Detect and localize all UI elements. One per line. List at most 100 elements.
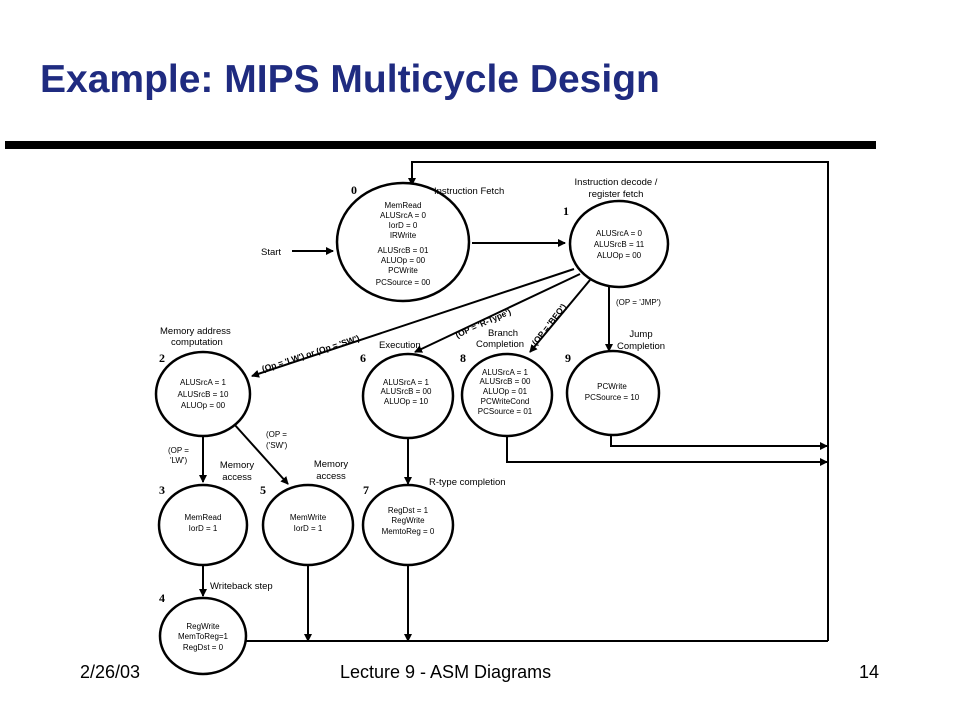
state-2-line: ALUOp = 00 xyxy=(181,401,226,410)
state-0-line: PCWrite xyxy=(388,266,418,275)
state-1-heading: Instruction decode / xyxy=(575,177,658,188)
footer-page-number: 14 xyxy=(859,662,880,682)
state-6-line: ALUSrcA = 1 xyxy=(383,378,430,387)
start-label: Start xyxy=(261,247,281,258)
state-9-heading: Jump xyxy=(629,329,652,340)
state-8-line: ALUOp = 01 xyxy=(483,387,528,396)
state-8: 8 Branch Completion ALUSrcA = 1 ALUSrcB … xyxy=(460,328,533,416)
arrow-1-to-2 xyxy=(251,268,575,378)
state-0-line: ALUSrcA = 0 xyxy=(380,211,427,220)
condition-lw: (OP = xyxy=(168,446,189,455)
state-1-circle xyxy=(568,199,670,289)
state-0-circle xyxy=(335,181,471,303)
state-9-circle xyxy=(565,349,661,437)
arrow-1-to-6 xyxy=(414,273,581,353)
state-4: 4 Writeback step RegWrite MemToReg=1 Reg… xyxy=(159,581,273,652)
state-0-line: MemRead xyxy=(385,201,422,210)
state-9-number: 9 xyxy=(565,351,571,365)
state-6-line: ALUOp = 10 xyxy=(384,397,429,406)
condition-sw: ('SW') xyxy=(266,441,288,450)
state-9: 9 Jump Completion PCWrite PCSource = 10 xyxy=(565,329,665,402)
state-8-heading: Branch xyxy=(488,328,518,339)
state-4-line: MemToReg=1 xyxy=(178,632,229,641)
condition-lw: 'LW') xyxy=(170,456,187,465)
arrow-1-to-8 xyxy=(529,279,591,353)
footer-lecture-title: Lecture 9 - ASM Diagrams xyxy=(340,662,552,682)
state-0-heading: Instruction Fetch xyxy=(434,186,504,197)
condition-beq: (OP = 'BEQ') xyxy=(530,302,569,348)
state-6-line: ALUSrcB = 00 xyxy=(381,387,432,396)
state-8-number: 8 xyxy=(460,351,466,365)
state-5-heading: access xyxy=(316,471,346,482)
condition-lw-sw: (Op = 'LW') or (Op = 'SW') xyxy=(261,333,361,374)
state-8-line: ALUSrcB = 00 xyxy=(480,377,531,386)
state-5-number: 5 xyxy=(260,483,266,497)
state-0-line: IorD = 0 xyxy=(389,221,418,230)
condition-jmp: (OP = 'JMP') xyxy=(616,298,661,307)
state-1-line: ALUSrcA = 0 xyxy=(596,229,643,238)
title-underline xyxy=(5,141,876,149)
state-0-line: ALUSrcB = 01 xyxy=(378,246,429,255)
state-9-line: PCSource = 10 xyxy=(585,393,640,402)
state-3-number: 3 xyxy=(159,483,165,497)
condition-sw: (OP = xyxy=(266,430,287,439)
state-3-heading: access xyxy=(222,472,252,483)
state-5-line: IorD = 1 xyxy=(294,524,323,533)
state-0-number: 0 xyxy=(351,183,357,197)
state-4-circle xyxy=(158,596,248,676)
state-1-line: ALUOp = 00 xyxy=(597,251,642,260)
state-3: 3 Memory access MemRead IorD = 1 xyxy=(159,460,254,533)
state-8-circle xyxy=(460,352,554,438)
state-7-line: MemtoReg = 0 xyxy=(382,527,435,536)
state-1-heading: register fetch xyxy=(589,189,644,200)
state-5-circle xyxy=(261,483,355,567)
state-0-line: IRWrite xyxy=(390,231,417,240)
state-3-line: IorD = 1 xyxy=(189,524,218,533)
state-7-circle xyxy=(361,483,455,567)
state-8-line: PCWriteCond xyxy=(481,397,530,406)
arrow-2-to-5 xyxy=(233,423,289,485)
state-1: 1 Instruction decode / register fetch AL… xyxy=(563,177,658,260)
state-4-number: 4 xyxy=(159,591,165,605)
state-7-line: RegWrite xyxy=(391,516,425,525)
state-6-heading: Execution xyxy=(379,340,421,351)
state-8-heading: Completion xyxy=(476,339,524,350)
state-5-line: MemWrite xyxy=(290,513,327,522)
state-5-heading: Memory xyxy=(314,459,349,470)
state-3-line: MemRead xyxy=(185,513,222,522)
state-4-line: RegDst = 0 xyxy=(183,643,224,652)
state-7-line: RegDst = 1 xyxy=(388,506,429,515)
state-0: 0 Instruction Fetch MemRead ALUSrcA = 0 … xyxy=(351,183,504,287)
state-7-number: 7 xyxy=(363,483,369,497)
footer-date: 2/26/03 xyxy=(80,662,141,682)
state-9-heading: Completion xyxy=(617,341,665,352)
slide-title: Example: MIPS Multicycle Design xyxy=(40,58,660,101)
arrow-9-to-bus xyxy=(610,436,828,450)
state-2-heading: Memory address xyxy=(160,326,231,337)
state-2: 2 Memory address computation ALUSrcA = 1… xyxy=(159,326,231,410)
state-9-line: PCWrite xyxy=(597,382,627,391)
arrow-8-to-bus xyxy=(506,436,828,466)
state-2-number: 2 xyxy=(159,351,165,365)
state-7: 7 R-type completion RegDst = 1 RegWrite … xyxy=(363,477,506,536)
state-6-circle xyxy=(361,352,455,440)
state-1-number: 1 xyxy=(563,204,569,218)
state-4-heading: Writeback step xyxy=(210,581,273,592)
state-5: 5 Memory access MemWrite IorD = 1 xyxy=(260,459,348,533)
state-8-line: PCSource = 01 xyxy=(478,407,533,416)
state-0-line: ALUOp = 00 xyxy=(381,256,426,265)
state-6: 6 Execution ALUSrcA = 1 ALUSrcB = 00 ALU… xyxy=(360,340,432,406)
state-4-line: RegWrite xyxy=(186,622,220,631)
state-8-line: ALUSrcA = 1 xyxy=(482,368,529,377)
state-2-line: ALUSrcB = 10 xyxy=(178,390,229,399)
state-2-heading: computation xyxy=(171,337,223,348)
state-6-number: 6 xyxy=(360,351,366,365)
state-1-line: ALUSrcB = 11 xyxy=(594,240,645,249)
state-0-line: PCSource = 00 xyxy=(376,278,431,287)
state-3-heading: Memory xyxy=(220,460,255,471)
return-bus xyxy=(408,161,829,641)
state-7-heading: R-type completion xyxy=(429,477,506,488)
state-2-line: ALUSrcA = 1 xyxy=(180,378,227,387)
state-3-circle xyxy=(157,483,249,567)
